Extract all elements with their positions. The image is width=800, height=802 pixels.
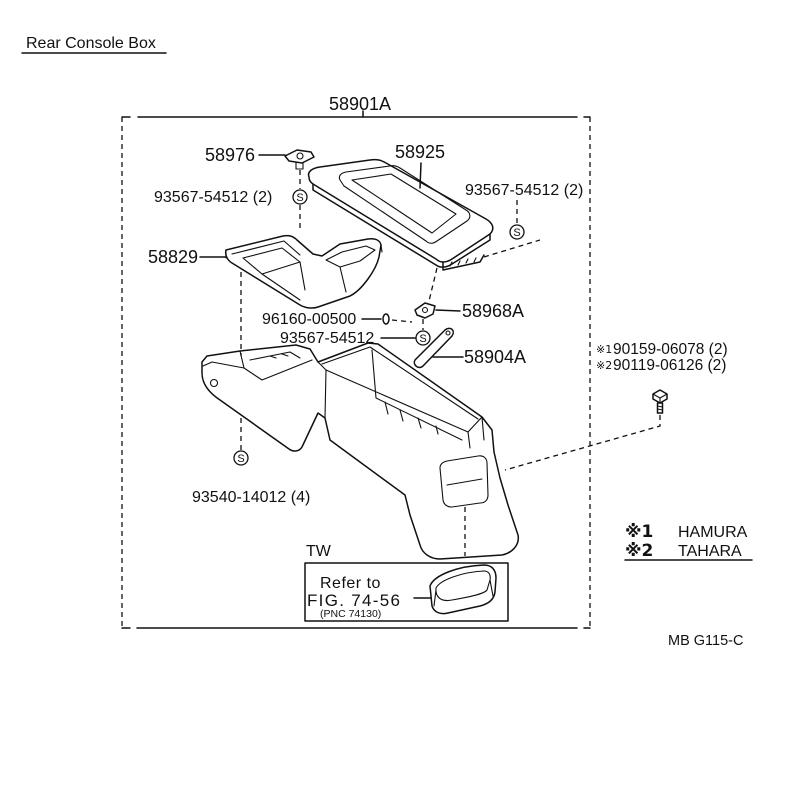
- body-end-lines: [467, 416, 485, 449]
- body-pocket-line: [446, 478, 483, 486]
- screw-middle-label: 93567-54512: [280, 330, 374, 347]
- dash-lid-bracket: [428, 267, 438, 302]
- legend-2-name: TAHARA: [678, 543, 742, 560]
- pedestal-front-edge: [202, 361, 245, 369]
- bolt-shaft: [656, 402, 664, 414]
- bracket-leader: [435, 309, 461, 312]
- assembly-lines: [240, 170, 661, 556]
- bar-hole: [445, 330, 451, 336]
- lid-leader: [419, 162, 422, 189]
- screw-symbol-circle: [415, 330, 431, 346]
- bracket-hole: [421, 306, 429, 314]
- lid-hinge: [442, 254, 485, 271]
- legend-2-mark: ※2: [625, 541, 653, 561]
- screw-symbol-middle: S: [415, 330, 431, 346]
- screw-symbol-circle: [233, 450, 249, 466]
- pocket-face: [435, 570, 491, 602]
- clip-nut-part: [382, 313, 390, 325]
- bolt-head: [652, 389, 668, 404]
- pocket-edges: [433, 579, 494, 607]
- body-side-pocket: [439, 455, 489, 508]
- legend-1-name: HAMURA: [678, 524, 748, 541]
- screw-symbol-upper-left: S: [292, 189, 308, 205]
- bar-body: [413, 327, 455, 369]
- variant-label: TW: [306, 543, 332, 560]
- bracket-plate: [414, 302, 436, 319]
- assembly-label: 58901A: [329, 94, 391, 114]
- figure-code: MB G115-C: [668, 633, 743, 649]
- screw-symbol-circle: [509, 224, 525, 240]
- bar-part: [413, 327, 455, 369]
- screw-symbol-circle: [292, 189, 308, 205]
- screw-symbol-text: S: [513, 227, 520, 239]
- tray-rim: [231, 240, 301, 256]
- pocket-outline: [429, 564, 497, 615]
- dash-lid-hinge: [483, 239, 541, 258]
- lid-recess: [338, 165, 471, 244]
- screw-upper-left-label: 93567-54512 (2): [154, 189, 272, 206]
- dash-nut-bracket: [391, 319, 413, 323]
- page-title: Rear Console Box: [26, 35, 156, 52]
- lid-recess-inner: [351, 173, 457, 234]
- refer-line-2: FIG. 74-56: [307, 591, 401, 610]
- body-far-rim: [321, 346, 479, 420]
- screw-symbol-text: S: [237, 453, 244, 465]
- lid-hinge-slots: [449, 257, 477, 267]
- clip-hole: [296, 152, 304, 160]
- clip-plate: [284, 149, 315, 164]
- screw-symbol-text: S: [296, 192, 303, 204]
- screw-upper-right-label: 93567-54512 (2): [465, 182, 583, 199]
- bracket-label: 58968A: [462, 301, 524, 321]
- dash-bolt-body: [504, 415, 661, 471]
- refer-line-1: Refer to: [320, 575, 381, 592]
- screw-lower-label: 93540-14012 (4): [192, 489, 310, 506]
- bar-label: 58904A: [464, 347, 526, 367]
- clip-part: [284, 149, 315, 170]
- bolt-threads: [656, 405, 664, 411]
- clip-label: 58976: [205, 145, 255, 165]
- screw-symbol-lower: S: [233, 450, 249, 466]
- pedestal-hole: [209, 378, 219, 388]
- body-inner-edge: [324, 369, 327, 419]
- tray-body: [225, 234, 382, 309]
- tray-inner-lines: [261, 261, 347, 301]
- legend-1-mark: ※1: [625, 522, 653, 542]
- body-shading: [269, 353, 439, 435]
- clip-tab: [295, 162, 304, 170]
- ashtray-pocket-part: [429, 564, 497, 615]
- pedestal-recess: [239, 350, 313, 381]
- bracket-part: [414, 302, 436, 319]
- refer-box: [304, 562, 509, 622]
- console-body: [201, 342, 520, 560]
- screw-symbol-text: S: [419, 333, 426, 345]
- bolt-1-mark: ※1: [596, 343, 612, 356]
- tray-label: 58829: [148, 247, 198, 267]
- bolt-part: [652, 389, 668, 414]
- body-outline: [201, 342, 520, 560]
- lid-part: [307, 158, 494, 271]
- tray-part: [225, 234, 383, 309]
- bolt-1-part: 90159-06078 (2): [613, 341, 728, 358]
- clip-nut-label: 96160-00500: [262, 311, 356, 328]
- lid-label: 58925: [395, 142, 445, 162]
- refer-line-3: (PNC 74130): [320, 608, 381, 620]
- bolt-head-facets: [652, 393, 668, 404]
- screw-symbol-upper-right: S: [509, 224, 525, 240]
- body-near-rim: [317, 361, 483, 433]
- pedestal-step: [249, 351, 301, 361]
- assembly-frame: [121, 110, 591, 629]
- bolt-2-mark: ※2: [596, 359, 612, 372]
- bolt-2-part: 90119-06126 (2): [613, 357, 726, 374]
- body-interior: [371, 349, 463, 441]
